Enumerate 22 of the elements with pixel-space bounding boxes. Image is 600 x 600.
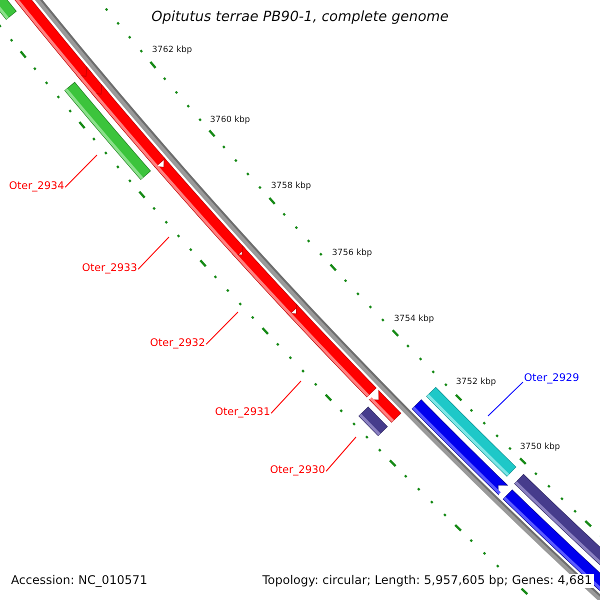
footer-text: Accession: NC_010571 (9, 574, 150, 588)
leader-line (206, 312, 238, 345)
scale-label: 3762 kbp (152, 46, 192, 56)
gene-label: Oter_2932 (150, 337, 206, 350)
gene-label: Oter_2933 (82, 262, 138, 274)
gene-label: Oter_2929 (524, 372, 580, 384)
scale-label: 3750 kbp (520, 443, 560, 453)
leader-line (270, 380, 302, 414)
scale-label: 3754 kbp (394, 315, 434, 325)
scale-label: 3758 kbp (271, 182, 312, 192)
title: Opitutus terrae PB90-1, complete genome (150, 9, 450, 26)
footer-text: Topology: circular; Length: 5,957,605 bp; Genes: 4,681 (260, 574, 594, 588)
gene-label: Oter_2931 (215, 406, 270, 418)
leader-line (138, 236, 170, 270)
leader-line (488, 382, 524, 416)
scale-label: 3756 kbp (332, 249, 372, 259)
gene-label: Oter_2930 (270, 464, 326, 476)
gene-label: Oter_2934 (9, 180, 64, 192)
leader-line (326, 436, 356, 472)
scale-label: 3752 kbp (456, 378, 496, 388)
leader-line (64, 154, 98, 188)
scale-label: 3760 kbp (210, 116, 250, 126)
